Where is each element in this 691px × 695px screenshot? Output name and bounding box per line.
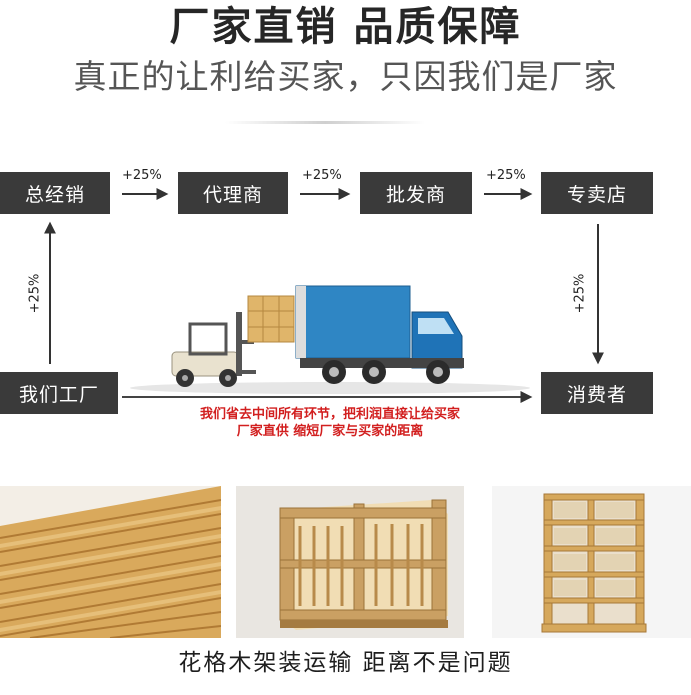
markup-label-1: +25%	[122, 168, 162, 183]
markup-label-3: +25%	[486, 168, 526, 183]
flow-box-consumer: 消费者	[541, 372, 653, 414]
forklift-illustration	[171, 295, 295, 387]
wooden-crate-image	[236, 486, 464, 638]
truck-illustration	[295, 285, 464, 384]
markup-label-2: +25%	[302, 168, 342, 183]
note-line-2: 厂家直供 缩短厂家与买家的距离	[236, 424, 424, 439]
crated-goods-image	[492, 486, 691, 638]
flow-box-factory: 我们工厂	[0, 372, 118, 414]
footer-caption: 花格木架装运输 距离不是问题	[178, 650, 513, 676]
flow-box-distributor: 总经销	[0, 172, 110, 214]
flow-box-wholesaler: 批发商	[360, 172, 472, 214]
note-line-1: 我们省去中间所有环节，把利润直接让给买家	[199, 407, 460, 422]
flow-box-store: 专卖店	[541, 172, 653, 214]
flow-box-agent: 代理商	[178, 172, 288, 214]
divider	[225, 121, 425, 124]
page-title: 厂家直销 品质保障	[169, 4, 522, 50]
page-subtitle: 真正的让利给买家，只因我们是厂家	[73, 57, 618, 96]
markup-label-right: +25%	[572, 273, 588, 314]
lumber-stack-image	[0, 486, 221, 638]
markup-label-left: +25%	[27, 273, 43, 314]
